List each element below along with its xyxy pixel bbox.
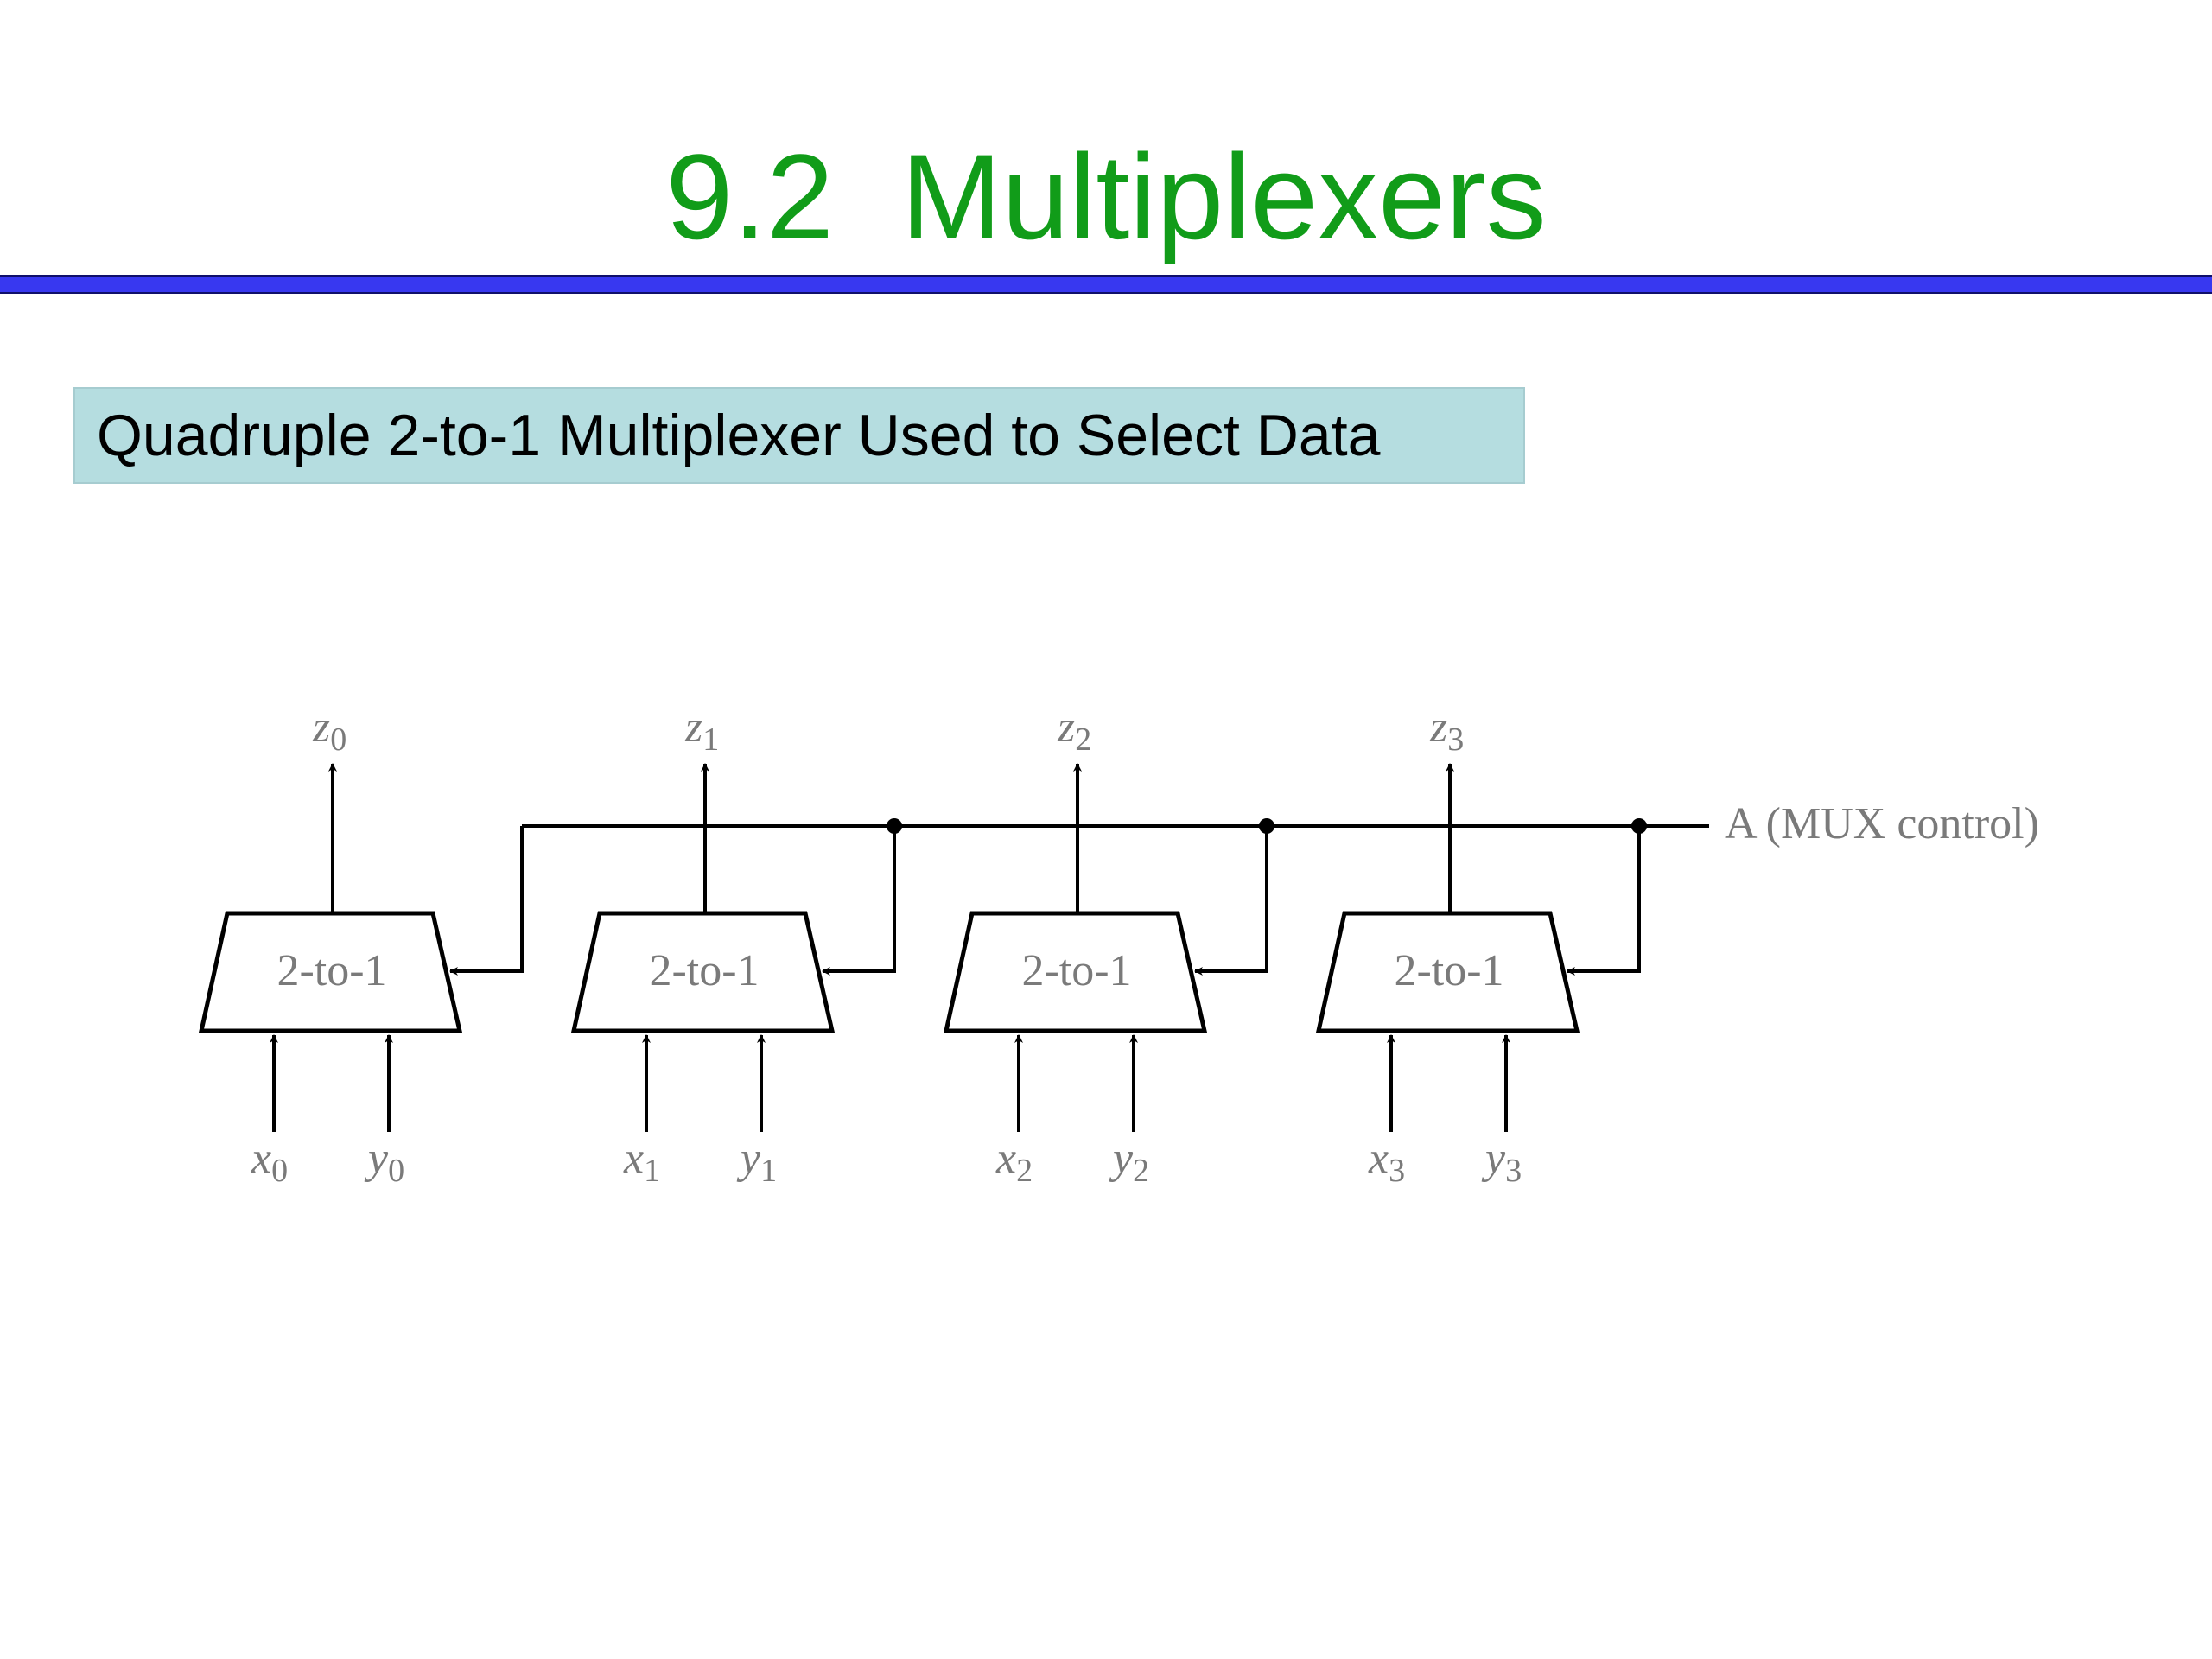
mux-2: 2-to-1 z2 x2 y2 (943, 702, 1274, 1189)
mux-2-input-y-label: y2 (1109, 1134, 1149, 1189)
mux-2-label: 2-to-1 (1021, 946, 1131, 995)
control-label: A (MUX control) (1725, 799, 2039, 849)
mux-1-control-wire (822, 826, 896, 976)
mux-3-control-wire (1567, 826, 1641, 976)
mux-3-body (1315, 911, 1580, 1033)
mux-2-output-label: z2 (1057, 702, 1091, 758)
caption-box: Quadruple 2-to-1 Multiplexer Used to Sel… (73, 387, 1525, 484)
mux-0-control-wire (449, 826, 524, 976)
section-number: 9.2 (665, 129, 834, 264)
mux-1-input-y-label: y1 (736, 1134, 777, 1189)
mux-2-body (943, 911, 1208, 1033)
mux-0-output-label: z0 (312, 702, 346, 758)
mux-1-label: 2-to-1 (649, 946, 759, 995)
mux-2-input-x-label: x2 (995, 1134, 1033, 1189)
mux-1-input-x-label: x1 (623, 1134, 660, 1189)
mux-3: 2-to-1 z3 x3 y3 (1315, 702, 1647, 1189)
title-divider (0, 275, 2212, 294)
mux-3-output-label: z3 (1429, 702, 1464, 758)
mux-2-junction-dot (1259, 818, 1274, 834)
mux-3-label: 2-to-1 (1394, 946, 1503, 995)
mux-3-input-y-label: y3 (1481, 1134, 1522, 1189)
mux-1-junction-dot (887, 818, 902, 834)
mux-3-junction-dot (1631, 818, 1647, 834)
mux-2-control-wire (1194, 826, 1268, 976)
mux-1-output-label: z1 (684, 702, 719, 758)
title-text: Multiplexers (900, 129, 1547, 264)
mux-1-body (570, 911, 836, 1033)
mux-1: 2-to-1 z1 x1 y1 (570, 702, 902, 1189)
mux-0-label: 2-to-1 (276, 946, 386, 995)
mux-0: 2-to-1 z0 x0 y0 (198, 702, 524, 1189)
mux-0-body (198, 911, 463, 1033)
mux-0-input-x-label: x0 (251, 1134, 288, 1189)
mux-3-input-x-label: x3 (1368, 1134, 1405, 1189)
slide-title: 9.2 Multiplexers (0, 128, 2212, 266)
mux-0-input-y-label: y0 (364, 1134, 404, 1189)
caption-text: Quadruple 2-to-1 Multiplexer Used to Sel… (97, 403, 1381, 468)
